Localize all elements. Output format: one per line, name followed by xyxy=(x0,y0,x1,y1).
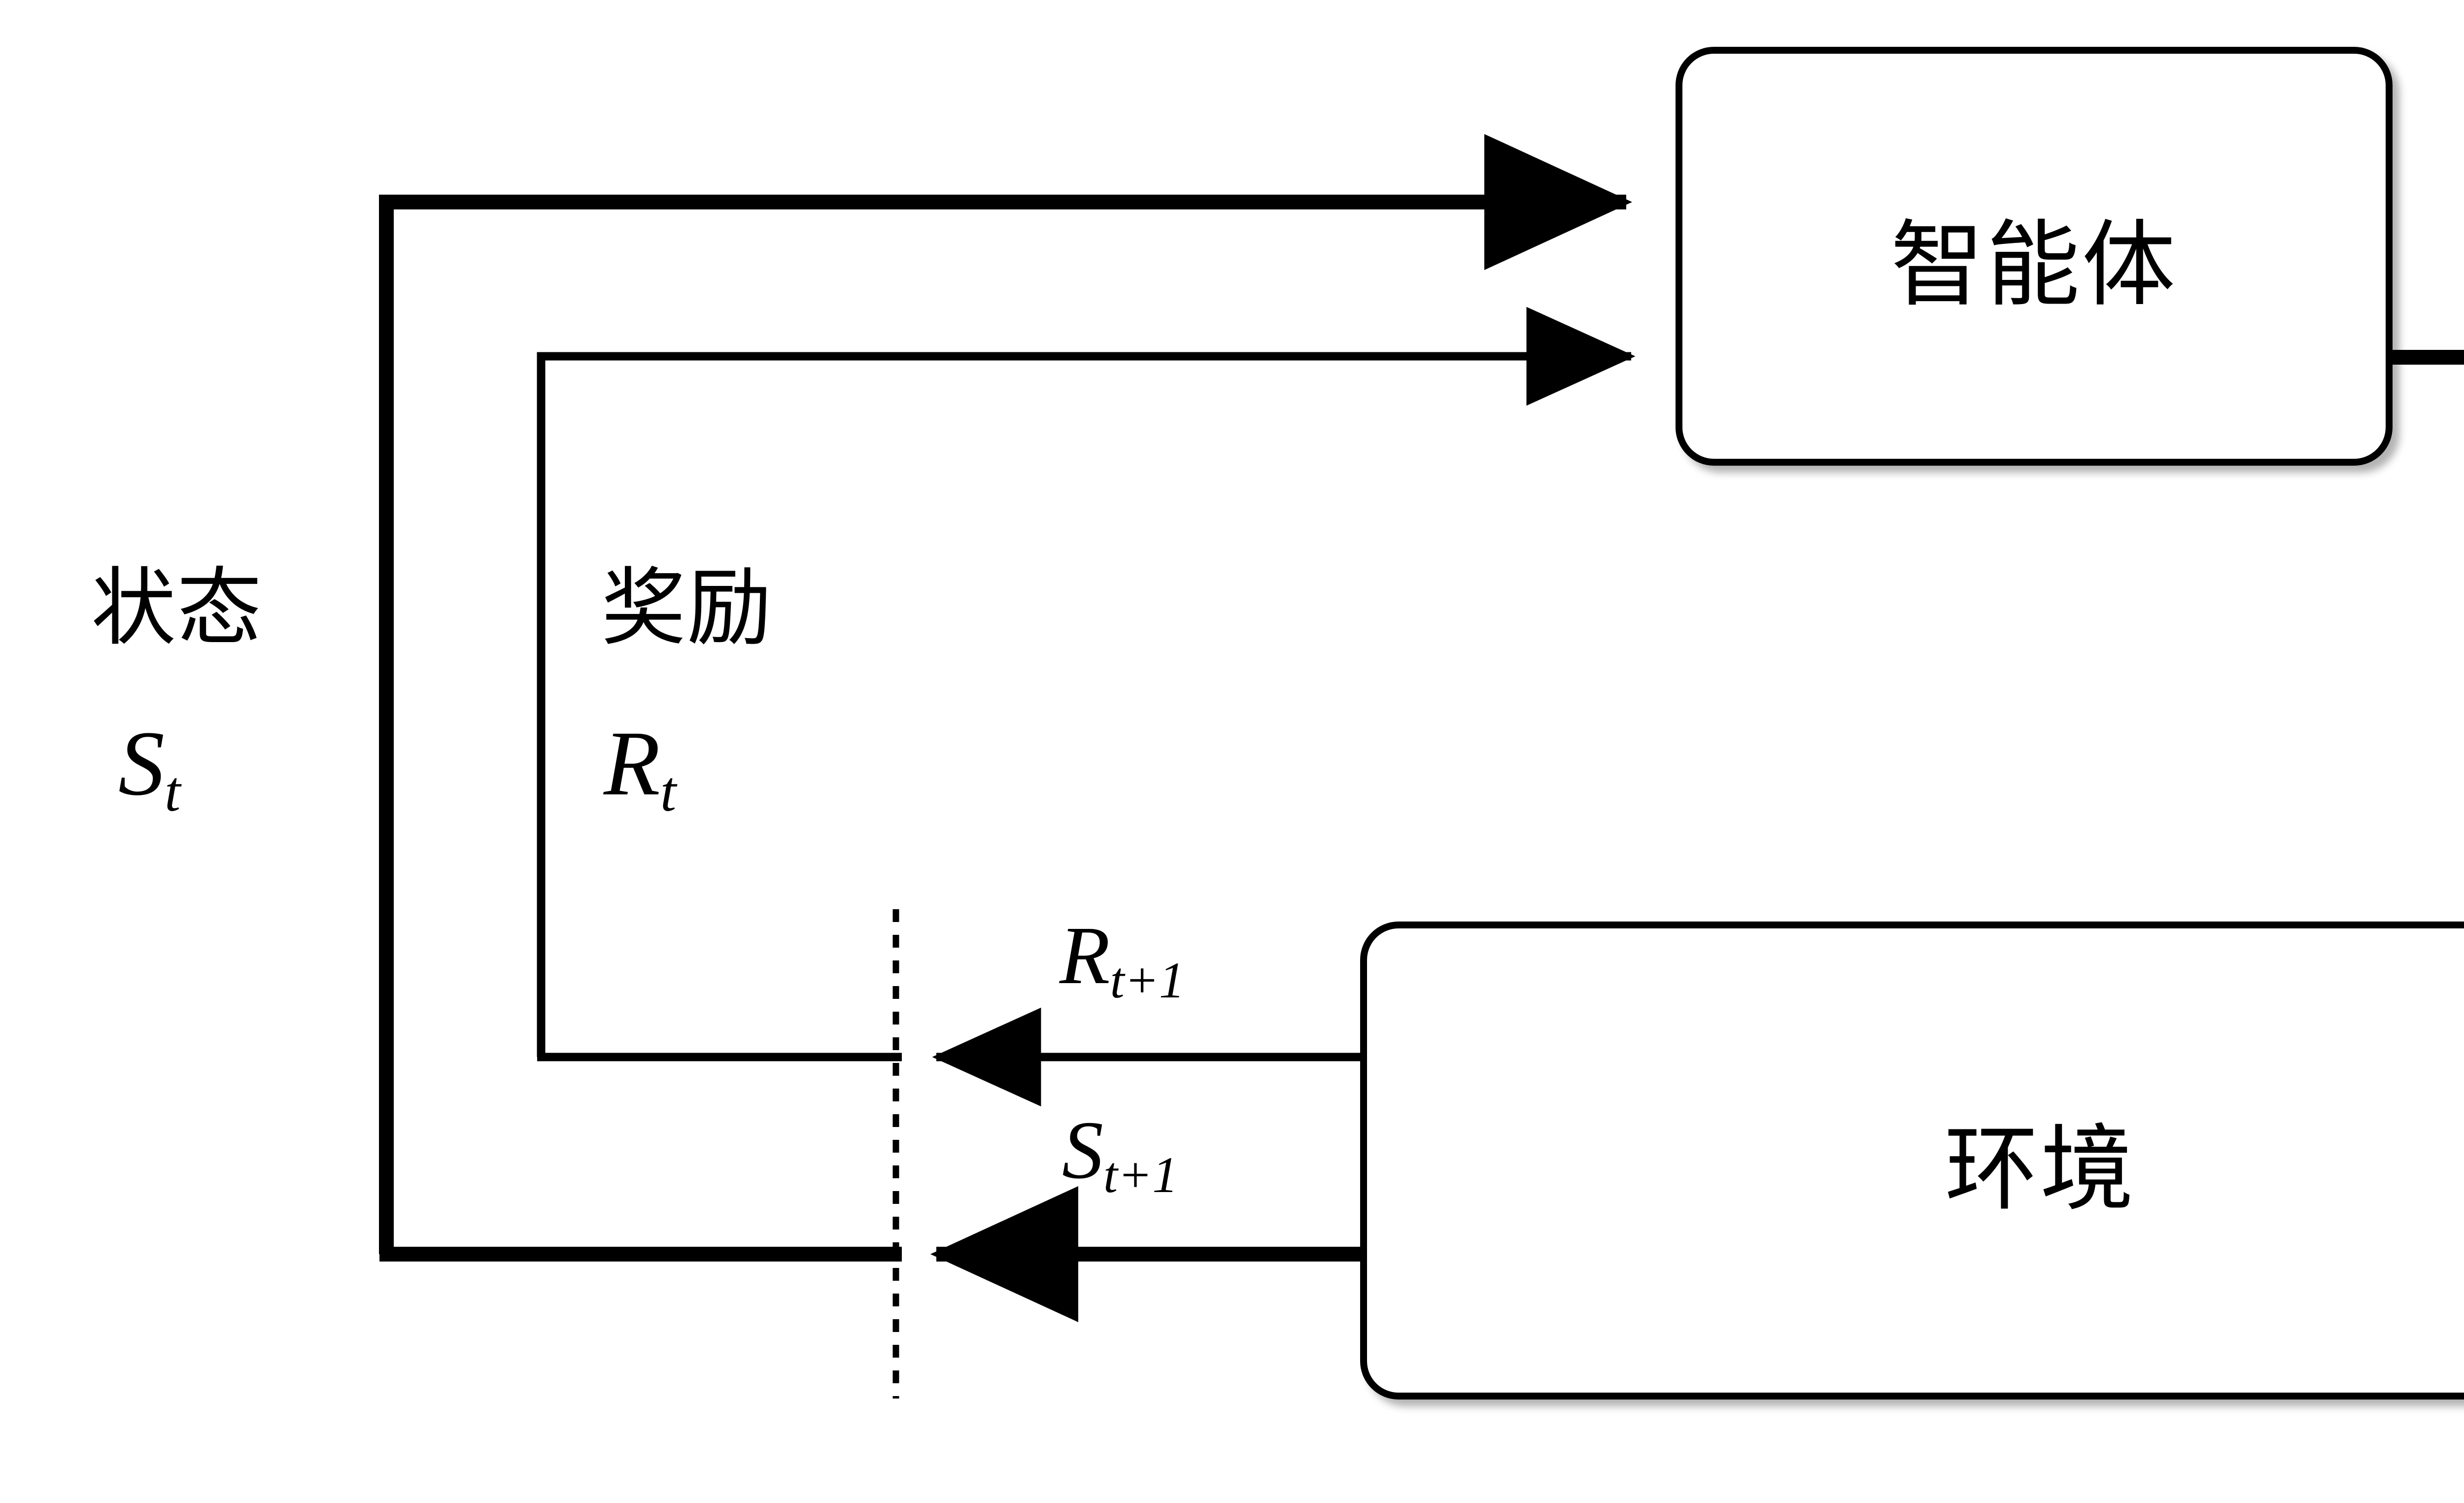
label-reward-symbol-base: R xyxy=(604,712,660,815)
node-environment-label: 环境 xyxy=(1944,1114,2136,1224)
label-state-symbol: St xyxy=(118,717,180,820)
label-reward-next: Rt+1 xyxy=(1060,914,1185,1006)
label-state-next: St+1 xyxy=(1062,1109,1178,1200)
node-agent-label: 智能体 xyxy=(1890,210,2178,319)
label-state-text: 状态 xyxy=(91,558,263,657)
label-reward-text: 奖励 xyxy=(601,558,773,657)
label-reward-next-sub: t+1 xyxy=(1110,952,1185,1009)
label-reward-next-base: R xyxy=(1060,910,1110,1001)
label-reward-symbol-sub: t xyxy=(660,759,677,823)
label-state-symbol-sub: t xyxy=(165,759,181,823)
label-reward-symbol: Rt xyxy=(604,717,676,820)
label-state-next-sub: t+1 xyxy=(1103,1146,1178,1204)
edge-state-feedback xyxy=(379,134,1632,1254)
label-reward: 奖励 xyxy=(601,566,773,650)
node-agent[interactable]: 智能体 xyxy=(1676,47,2393,466)
label-state-next-base: S xyxy=(1062,1104,1103,1196)
node-environment[interactable]: 环境 xyxy=(1360,922,2464,1400)
edge-reward-feedback xyxy=(537,307,1636,1057)
label-state: 状态 xyxy=(91,566,263,650)
label-state-symbol-base: S xyxy=(118,712,165,815)
